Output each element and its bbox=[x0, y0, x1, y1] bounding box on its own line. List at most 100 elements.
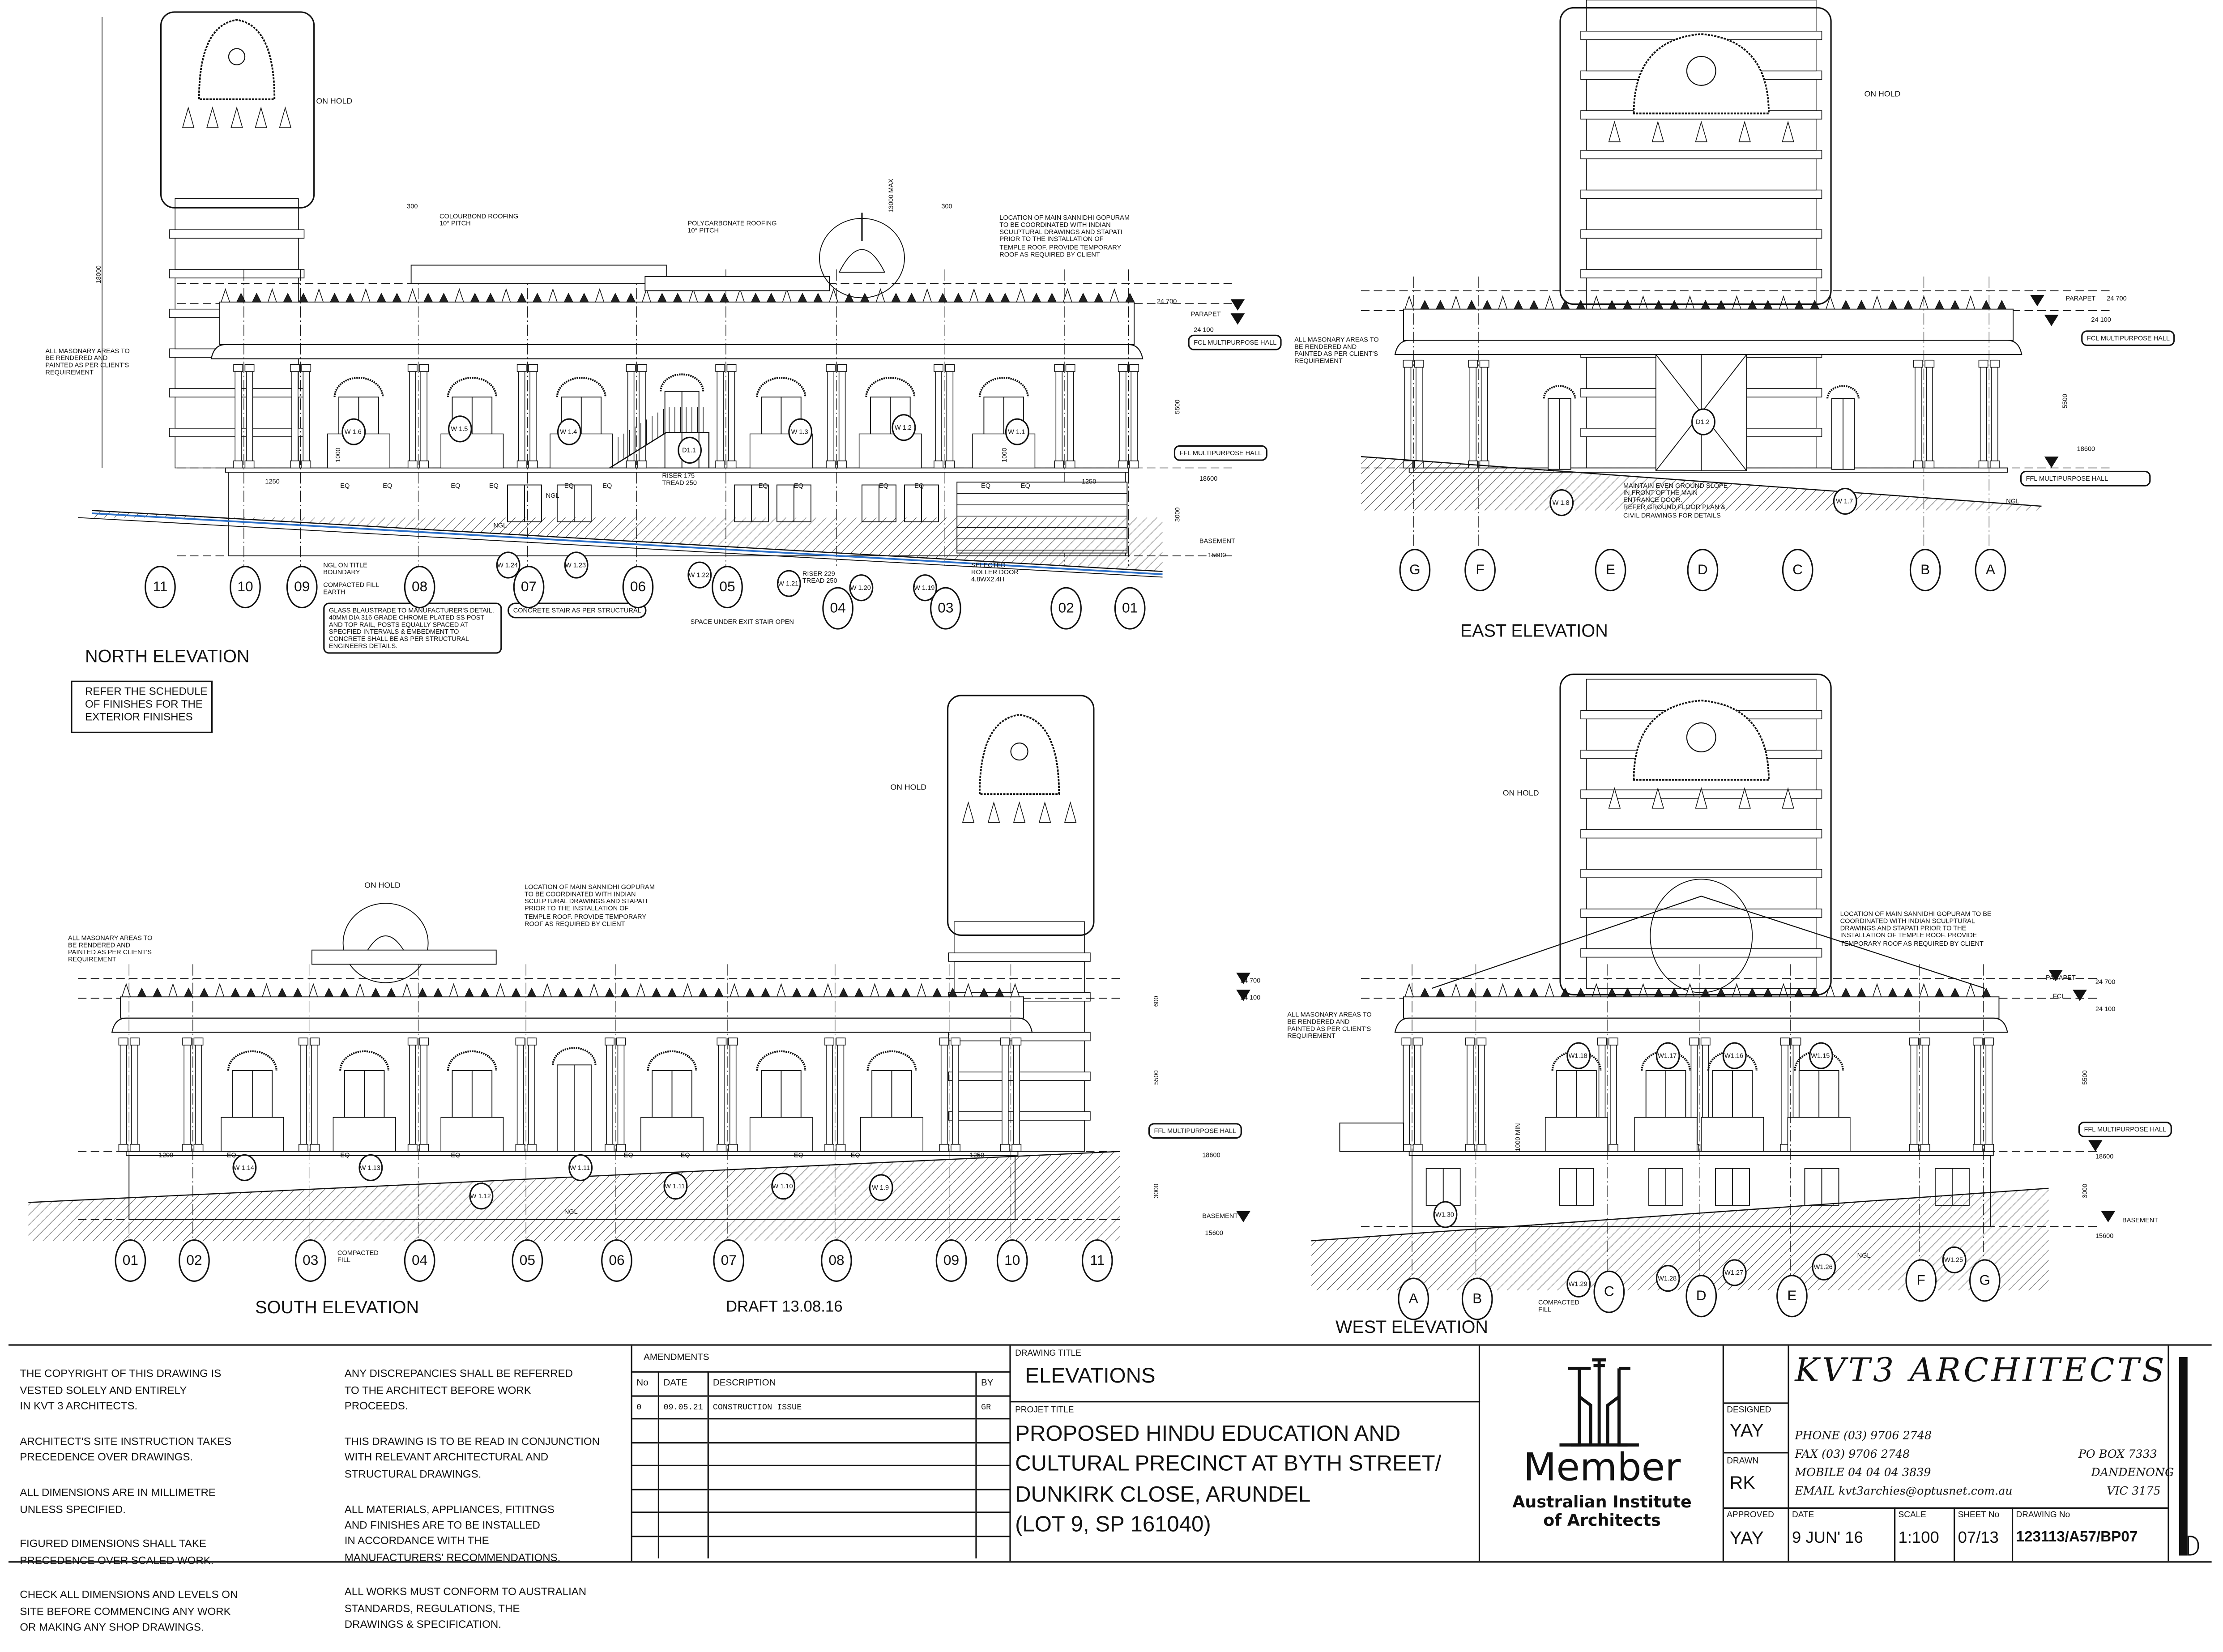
designed-label: DESIGNED bbox=[1727, 1406, 1771, 1415]
window-tag: W 1.1 bbox=[1004, 418, 1029, 445]
elevation-linework bbox=[28, 0, 2116, 1291]
column-base bbox=[1990, 460, 2000, 469]
arch-ornament bbox=[227, 1050, 277, 1071]
arch-ornament bbox=[1641, 1050, 1691, 1071]
column bbox=[718, 1037, 725, 1152]
dim-13000-max: 13000 MAX bbox=[887, 179, 895, 213]
parapet-finial bbox=[636, 983, 646, 998]
temple-roof-gable bbox=[1432, 896, 1985, 989]
column-base bbox=[637, 460, 647, 469]
level-basement-label: BASEMENT bbox=[1199, 537, 1235, 545]
note: ANY DISCREPANCIES SHALL BE REFERRED TO T… bbox=[344, 1367, 573, 1413]
column bbox=[946, 364, 954, 469]
gopuram-window-icon bbox=[228, 48, 246, 65]
column bbox=[528, 1037, 535, 1152]
column bbox=[1013, 1037, 1020, 1152]
level-marker-icon bbox=[2073, 990, 2087, 1001]
window-tag: W 1.11 bbox=[567, 1153, 592, 1181]
column-capital bbox=[1990, 359, 2000, 368]
amendments-heading: AMENDMENTS bbox=[644, 1353, 709, 1363]
gopuram-note: LOCATION OF MAIN SANNIDHI GOPURAM TO BE … bbox=[525, 883, 655, 927]
roller-door-note: SELECTED ROLLER DOOR 4.8WX2.4H bbox=[971, 561, 1019, 584]
column bbox=[606, 1037, 613, 1152]
parapet-finial bbox=[215, 983, 225, 998]
column-capital bbox=[301, 364, 311, 372]
date-value: 9 JUN' 16 bbox=[1792, 1530, 1863, 1547]
parapet-finial bbox=[542, 983, 552, 998]
column-base bbox=[528, 460, 538, 469]
column bbox=[1781, 1037, 1788, 1152]
arch-ornament bbox=[647, 1050, 697, 1071]
column-base bbox=[118, 1144, 128, 1152]
column-capital bbox=[1608, 1037, 1618, 1046]
window-tag: W 1.5 bbox=[447, 414, 472, 442]
arch-ornament bbox=[756, 376, 806, 397]
parapet-finial bbox=[1841, 299, 1851, 310]
parapet-finial bbox=[922, 288, 932, 303]
grid-bubble: F bbox=[1905, 1259, 1937, 1302]
dim-1250: 1250 bbox=[969, 1151, 985, 1159]
column-capital bbox=[233, 364, 243, 372]
parapet-finial bbox=[454, 288, 464, 303]
column bbox=[409, 364, 416, 469]
column bbox=[518, 364, 525, 469]
gopuram-kalasam bbox=[1782, 787, 1794, 809]
gopuram-kalasam bbox=[1038, 801, 1051, 823]
parapet-finial bbox=[516, 293, 527, 303]
south-elevation-title: SOUTH ELEVATION bbox=[255, 1297, 419, 1318]
column bbox=[1985, 1037, 1993, 1152]
dim-3000: 3000 bbox=[2081, 1183, 2089, 1199]
title-boundary-ngl bbox=[92, 512, 1163, 576]
column-capital bbox=[1465, 1037, 1475, 1046]
parapet-finial bbox=[230, 987, 240, 998]
drawing-no-label: DRAWING No bbox=[2016, 1511, 2070, 1520]
parapet-finial bbox=[620, 987, 630, 998]
window-tag: W 1.11 bbox=[662, 1172, 687, 1199]
ground-slope-note: MAINTAIN EVEN GROUND SLOPE IN FRONT OF T… bbox=[1623, 482, 1728, 519]
column bbox=[529, 364, 537, 469]
gopuram-tier bbox=[948, 952, 1091, 962]
parapet-finial bbox=[246, 987, 256, 998]
window-tag: W 1.3 bbox=[787, 418, 812, 445]
parapet-finial bbox=[1420, 987, 1430, 998]
parapet-finial bbox=[199, 987, 209, 998]
window-tag: W 1.14 bbox=[231, 1153, 256, 1181]
on-hold-frame-south bbox=[947, 695, 1095, 936]
window-tag: W1.18 bbox=[1566, 1042, 1590, 1069]
gopuram-kalasam bbox=[1608, 787, 1621, 809]
glass-balustrade bbox=[440, 433, 504, 469]
firm-phone: PHONE (03) 9706 2748 bbox=[1795, 1429, 1932, 1443]
dim-1250: 1250 bbox=[265, 478, 280, 485]
column bbox=[1481, 359, 1488, 469]
column-base bbox=[728, 1144, 738, 1152]
parapet-wall bbox=[120, 996, 1024, 1019]
parapet-finial bbox=[392, 293, 402, 303]
gopuram-tier bbox=[1586, 0, 1817, 32]
parapet-finial bbox=[408, 288, 418, 303]
column-capital bbox=[1920, 1037, 1930, 1046]
grid-bubble: 07 bbox=[513, 566, 545, 609]
arch-ornament bbox=[1794, 1050, 1844, 1071]
grid-bubble: 11 bbox=[145, 566, 176, 609]
parapet-finial bbox=[1529, 987, 1539, 998]
floor-slab bbox=[225, 467, 1129, 473]
parapet-finial bbox=[891, 293, 901, 303]
parapet-finial bbox=[683, 983, 692, 998]
gopuram-kalasam bbox=[1695, 787, 1707, 809]
column-capital bbox=[290, 364, 300, 372]
arch-ornament bbox=[865, 376, 916, 397]
cornice bbox=[1394, 340, 2022, 355]
aia-logo-panel: Member Australian Institute of Architect… bbox=[1478, 1345, 1724, 1562]
parapet-finial bbox=[168, 983, 178, 998]
ground-line bbox=[92, 510, 1163, 572]
column bbox=[311, 1037, 318, 1152]
column-base bbox=[298, 1144, 308, 1152]
parapet-finial bbox=[807, 987, 817, 998]
parapet-finial bbox=[261, 983, 272, 998]
column-base bbox=[1118, 460, 1128, 469]
column-base bbox=[1913, 460, 1923, 469]
column bbox=[303, 364, 310, 469]
level-parapet-label: PARAPET bbox=[2045, 974, 2076, 982]
column bbox=[420, 364, 427, 469]
parapet-finial bbox=[1094, 293, 1104, 303]
